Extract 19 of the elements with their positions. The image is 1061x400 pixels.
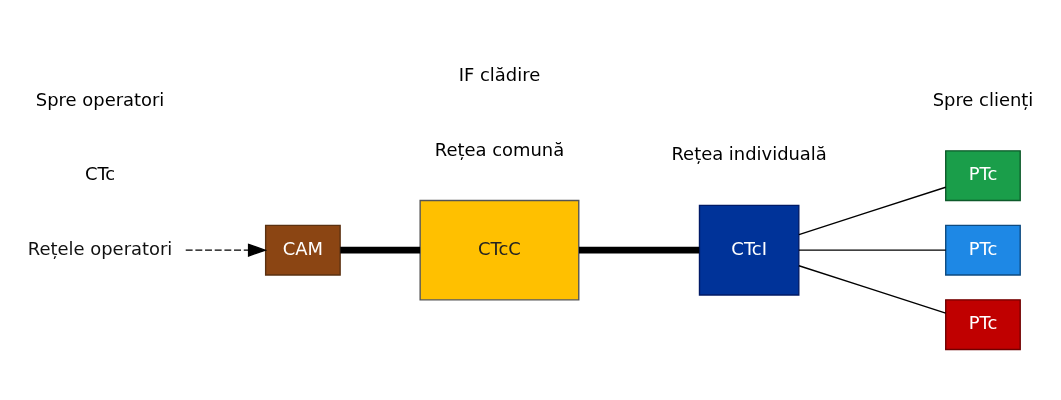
connector (798, 248, 947, 251)
arrow (185, 242, 268, 257)
node-text: Rețele operatori (27, 237, 173, 259)
node-box: PTc (945, 224, 1021, 276)
label: Rețea individuală (671, 142, 827, 164)
label: Spre clienți (932, 88, 1034, 110)
connector (578, 246, 700, 254)
label: CTc (84, 162, 116, 184)
connector (798, 186, 947, 235)
node-box: PTc (945, 149, 1021, 201)
node-box: CTcC (419, 199, 580, 300)
label: Rețea comună (434, 138, 565, 160)
node-box: CTcI (698, 204, 800, 296)
connector (340, 246, 421, 254)
label: Spre operatori (35, 88, 165, 110)
label: IF clădire (458, 63, 541, 85)
node-box: CAM (264, 224, 341, 276)
connector (798, 264, 947, 314)
node-box: PTc (945, 298, 1021, 350)
